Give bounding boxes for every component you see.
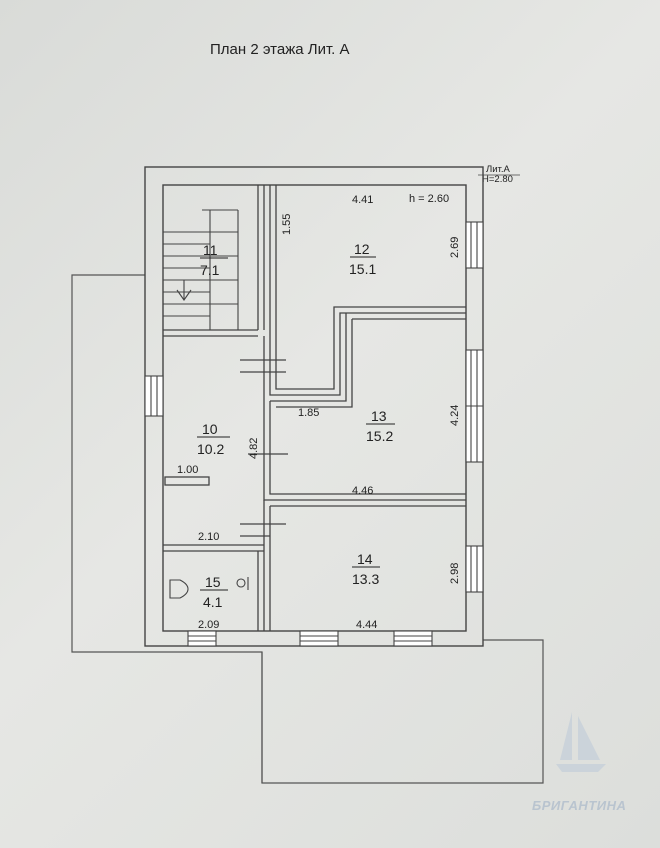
brigantina-logo: БРИГАНТИНА <box>532 712 626 813</box>
lower-floor-outline <box>71 274 544 784</box>
lit-label: Лит.А <box>486 164 510 175</box>
ceiling-height: h = 2.60 <box>409 193 449 205</box>
watermark-text: БРИГАНТИНА <box>532 798 626 813</box>
sink-icon <box>236 578 246 588</box>
staircase <box>163 209 239 330</box>
dim-label: 4.46 <box>352 485 373 497</box>
room-area: 13.3 <box>352 571 379 587</box>
dim-label: 1.00 <box>177 464 198 476</box>
windows <box>144 221 484 647</box>
dimension-labels: 4.41 h = 2.60 1.55 2.69 4.24 1.85 4.82 1… <box>177 193 461 631</box>
dim-label: 4.41 <box>352 194 373 206</box>
dim-label: 4.24 <box>449 405 461 426</box>
dim-label: 1.85 <box>298 407 319 419</box>
room-labels: 11 7.1 12 15.1 10 10.2 13 15.2 15 4.1 14… <box>197 241 393 610</box>
room-area: 4.1 <box>203 594 223 610</box>
bathroom-fixtures <box>169 577 249 599</box>
lit-height: H=2.80 <box>482 174 513 185</box>
toilet-icon <box>169 579 189 599</box>
room-number: 10 <box>202 421 218 437</box>
interior-walls <box>163 185 466 631</box>
dim-label: 2.69 <box>449 237 461 258</box>
room-area: 10.2 <box>197 441 224 457</box>
dim-label: 4.82 <box>248 438 260 459</box>
room-number: 11 <box>203 242 218 258</box>
room-area: 15.1 <box>349 261 376 277</box>
dim-label: 4.44 <box>356 619 377 631</box>
plan-title: План 2 этажа Лит. А <box>210 41 350 58</box>
room-number: 14 <box>357 551 373 567</box>
door-marks <box>240 359 288 537</box>
room-fraction-lines <box>197 256 395 591</box>
room-number: 15 <box>205 574 221 590</box>
room-number: 13 <box>371 408 387 424</box>
room-number: 12 <box>354 241 370 257</box>
dim-label: 2.09 <box>198 619 219 631</box>
dim-label: 2.10 <box>198 531 219 543</box>
dim-label: 2.98 <box>449 563 461 584</box>
room-area: 7.1 <box>200 262 220 278</box>
dim-label: 1.55 <box>281 214 293 235</box>
room-area: 15.2 <box>366 428 393 444</box>
